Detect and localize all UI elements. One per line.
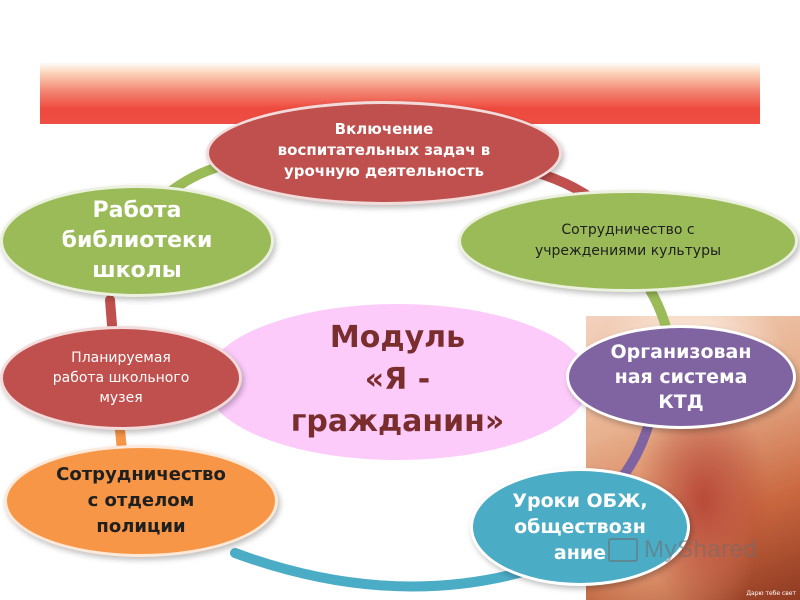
watermark-text: MyShared (644, 536, 758, 563)
center-module-label: Модуль «Я - гражданин» (290, 320, 505, 439)
node-police: Сотрудничество с отделом полиции (4, 445, 278, 557)
node-museum: Планируемая работа школьного музея (0, 326, 242, 430)
node-library-label: Работа библиотеки школы (61, 198, 213, 283)
node-lesson-tasks-label: Включение воспитательных задач в урочную… (277, 119, 491, 180)
node-police-label: Сотрудничество с отделом полиции (56, 464, 226, 537)
node-library: Работа библиотеки школы (0, 185, 274, 297)
photo-caption: Дарю тебе свет (746, 590, 796, 597)
ring-segment-obzh-to-police (230, 548, 535, 592)
ring-segment-museum-to-library (105, 295, 117, 330)
node-obzh-label: Уроки ОБЖ, обществозн ание (512, 490, 648, 564)
node-ktd-label: Организован ная система КТД (610, 340, 752, 413)
node-museum-label: Планируемая работа школьного музея (52, 350, 190, 406)
node-culture: Сотрудничество с учреждениями культуры (458, 190, 798, 292)
node-obzh: Уроки ОБЖ, обществозн ание (470, 468, 690, 586)
center-module-ellipse: Модуль «Я - гражданин» (205, 304, 590, 460)
watermark-icon (608, 538, 638, 562)
node-ktd: Организован ная система КТД (566, 325, 796, 429)
ring-segment-ktd-to-obzh (615, 415, 655, 485)
node-lesson-tasks: Включение воспитательных задач в урочную… (206, 101, 562, 205)
node-culture-label: Сотрудничество с учреждениями культуры (534, 222, 722, 259)
